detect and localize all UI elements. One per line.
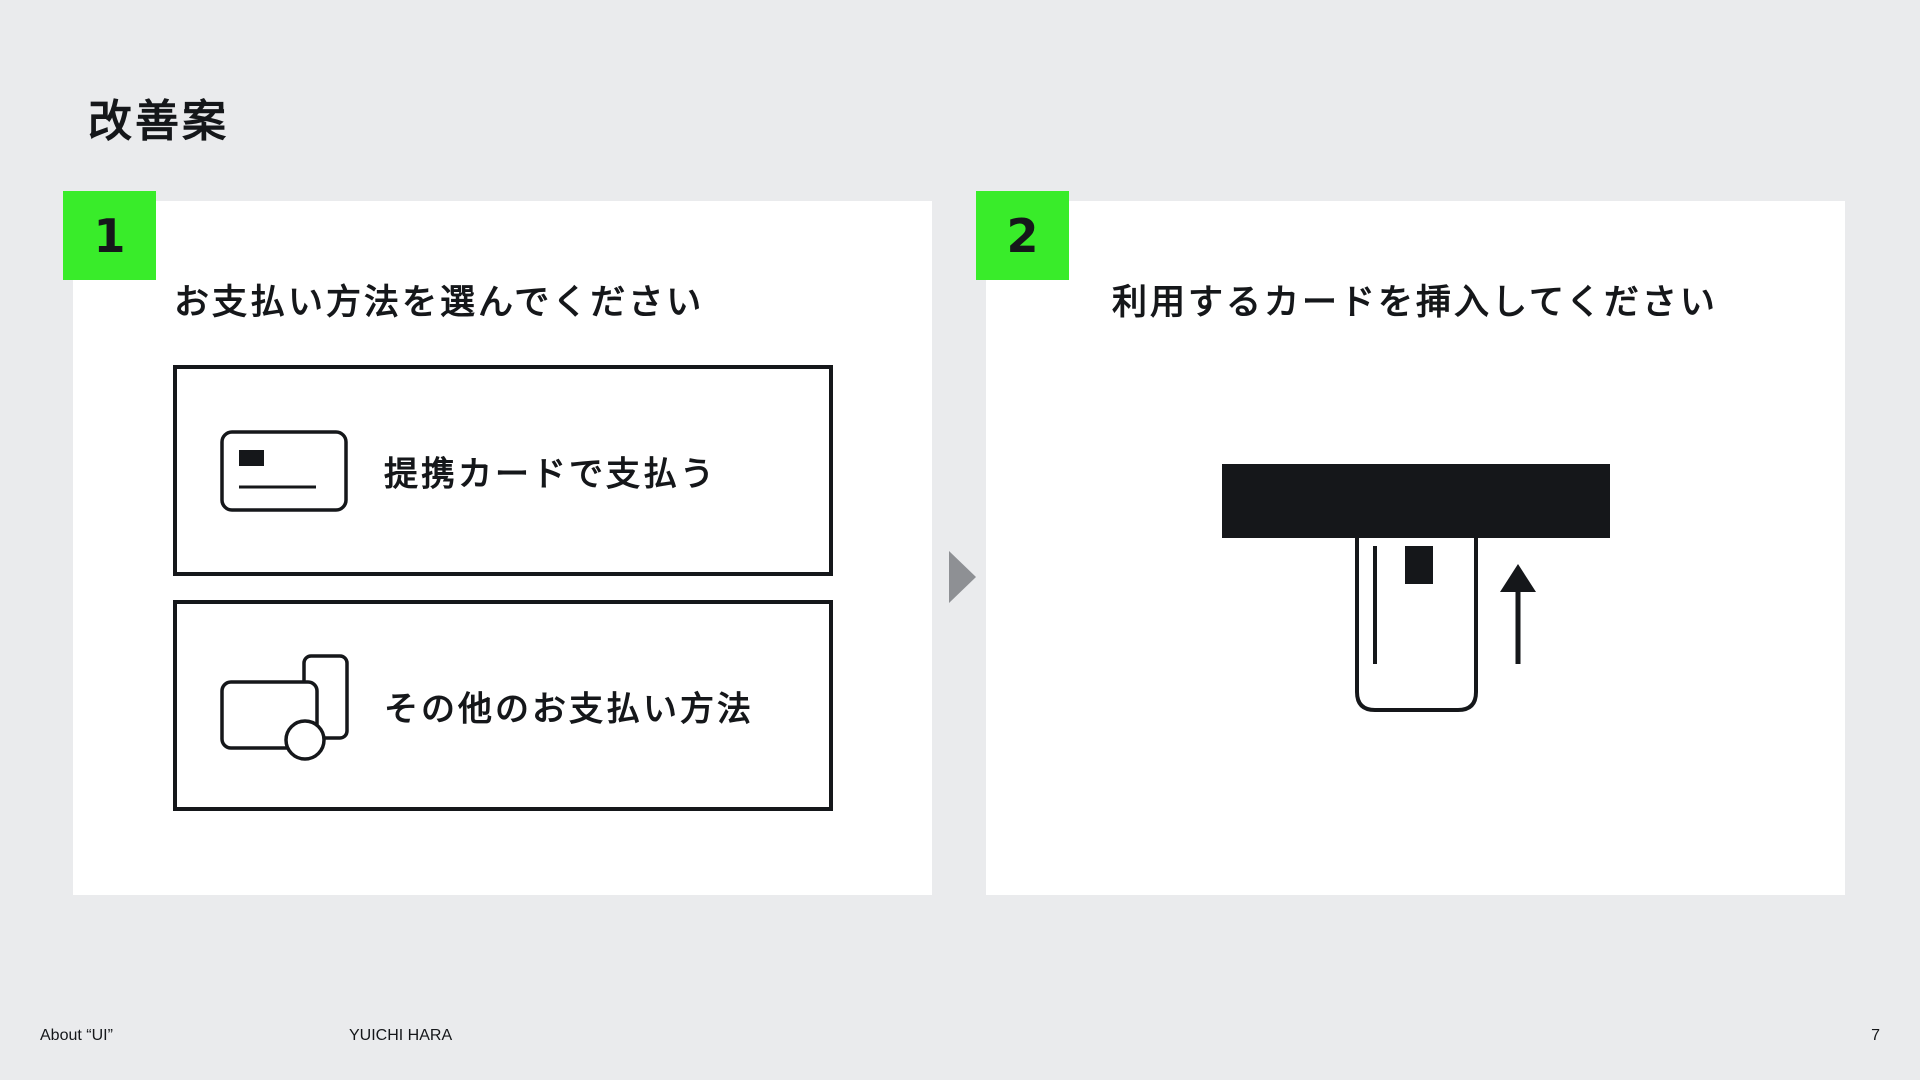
card-insert-icon [1222, 464, 1610, 712]
step-1-heading: お支払い方法を選んでください [174, 283, 705, 323]
credit-card-icon [220, 430, 348, 512]
pay-with-partner-card-button[interactable]: 提携カードで支払う [173, 365, 833, 576]
other-payment-methods-icon [220, 654, 349, 761]
step-2-panel: 2 利用するカードを挿入してください [976, 191, 1845, 895]
other-payment-methods-button[interactable]: その他のお支払い方法 [173, 600, 833, 811]
page-number: 7 [1871, 1027, 1880, 1044]
next-step-arrow-icon [949, 551, 976, 603]
page-title: 改善案 [88, 96, 229, 147]
step-2-heading: 利用するカードを挿入してください [1112, 283, 1718, 323]
pay-with-partner-card-label: 提携カードで支払う [384, 454, 717, 494]
other-payment-methods-label: その他のお支払い方法 [384, 689, 754, 729]
step-1-panel: 1 お支払い方法を選んでください 提携カードで支払う その他のお支払い方法 [63, 191, 932, 895]
footer-deck-title: About “UI” [40, 1027, 113, 1044]
step-1-badge: 1 [63, 191, 156, 280]
footer-author: YUICHI HARA [349, 1027, 453, 1044]
step-2-badge: 2 [976, 191, 1069, 280]
